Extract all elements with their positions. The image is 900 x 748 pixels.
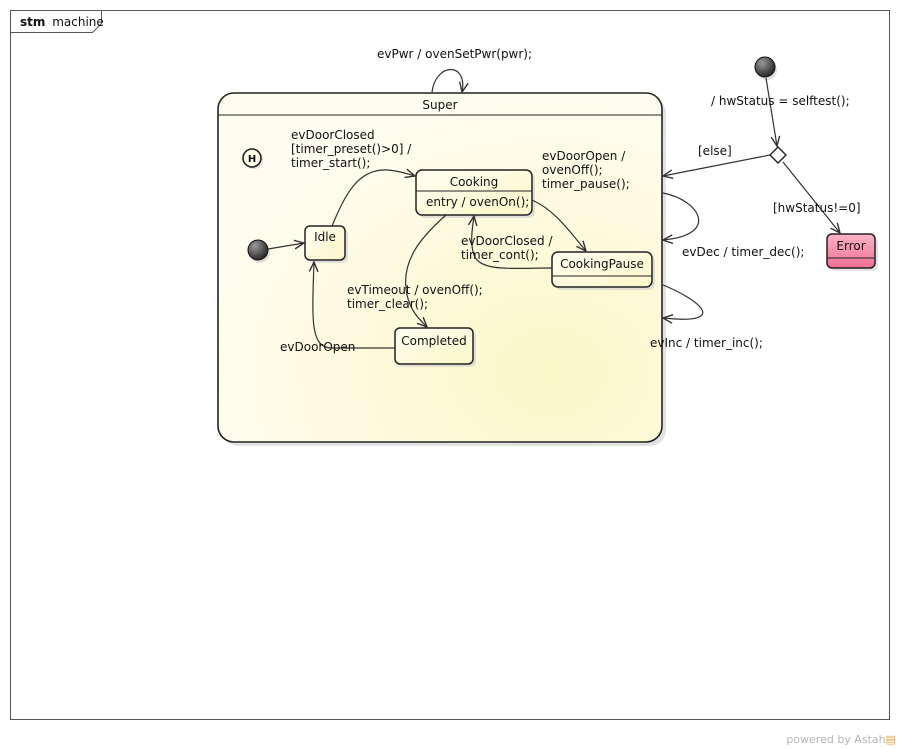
edge-cooking-to-completed[interactable] <box>405 214 447 327</box>
edge-pause-to-cooking[interactable] <box>472 216 553 270</box>
label-door-open-idle: evDoorOpen <box>280 340 355 354</box>
edge-ev-inc[interactable] <box>663 284 704 319</box>
transitions <box>267 68 840 349</box>
state-completed-name: Completed <box>401 334 466 348</box>
state-error-name: Error <box>836 239 865 253</box>
state-super-name: Super <box>422 98 457 112</box>
state-cooking-pause-name: CookingPause <box>560 257 644 271</box>
edge-initial-to-idle[interactable] <box>267 243 304 250</box>
initial-pseudostate-outer[interactable] <box>754 56 777 80</box>
state-idle[interactable]: Idle <box>304 225 348 263</box>
state-error[interactable]: Error <box>826 233 878 271</box>
state-cooking-name: Cooking <box>450 175 499 189</box>
transition-labels: evPwr / ovenSetPwr(pwr); / hwStatus = se… <box>280 47 861 354</box>
edge-cooking-to-pause[interactable] <box>531 199 586 251</box>
state-cooking-pause[interactable]: CookingPause <box>551 251 655 290</box>
label-ev-dec: evDec / timer_dec(); <box>682 245 804 259</box>
label-else: [else] <box>698 144 732 158</box>
label-timeout: evTimeout / ovenOff(); timer_clear(); <box>347 283 487 311</box>
label-door-open-pause: evDoorOpen / ovenOff(); timer_pause(); <box>542 149 630 191</box>
state-cooking[interactable]: Cooking entry / ovenOn(); <box>415 169 535 218</box>
frame-kind: stm <box>20 15 45 29</box>
frame-name: machine <box>52 15 104 29</box>
state-super[interactable]: Super <box>217 92 666 446</box>
edge-completed-to-idle[interactable] <box>313 262 395 349</box>
initial-pseudostate-inner[interactable] <box>247 239 270 263</box>
edge-initial-to-choice[interactable] <box>765 77 777 146</box>
state-completed[interactable]: Completed <box>394 327 476 367</box>
label-selftest: / hwStatus = selftest(); <box>711 94 850 108</box>
frame-label: stm machine <box>20 15 104 29</box>
label-ev-inc: evInc / timer_inc(); <box>650 336 763 350</box>
label-door-closed-cont: evDoorClosed / timer_cont(); <box>461 234 556 262</box>
astah-logo-icon: ▤ <box>885 733 896 746</box>
edge-ev-pwr[interactable] <box>431 68 463 93</box>
edge-idle-to-cooking[interactable] <box>331 170 415 227</box>
edge-choice-else[interactable] <box>663 154 771 176</box>
powered-by-text: powered by Astah <box>786 733 886 746</box>
label-hwstatus: [hwStatus!=0] <box>773 201 861 215</box>
label-door-closed-start: evDoorClosed [timer_preset()>0] / timer_… <box>291 128 415 170</box>
label-ev-pwr: evPwr / ovenSetPwr(pwr); <box>377 47 532 61</box>
history-pseudostate[interactable]: H <box>242 148 263 169</box>
history-symbol: H <box>248 154 256 165</box>
powered-by: powered by Astah▤ <box>786 733 896 746</box>
edge-ev-dec[interactable] <box>663 192 700 240</box>
state-cooking-entry: entry / ovenOn(); <box>426 195 529 209</box>
choice-pseudostate[interactable] <box>769 146 787 164</box>
edge-choice-error[interactable] <box>782 161 840 233</box>
state-idle-name: Idle <box>314 230 336 244</box>
